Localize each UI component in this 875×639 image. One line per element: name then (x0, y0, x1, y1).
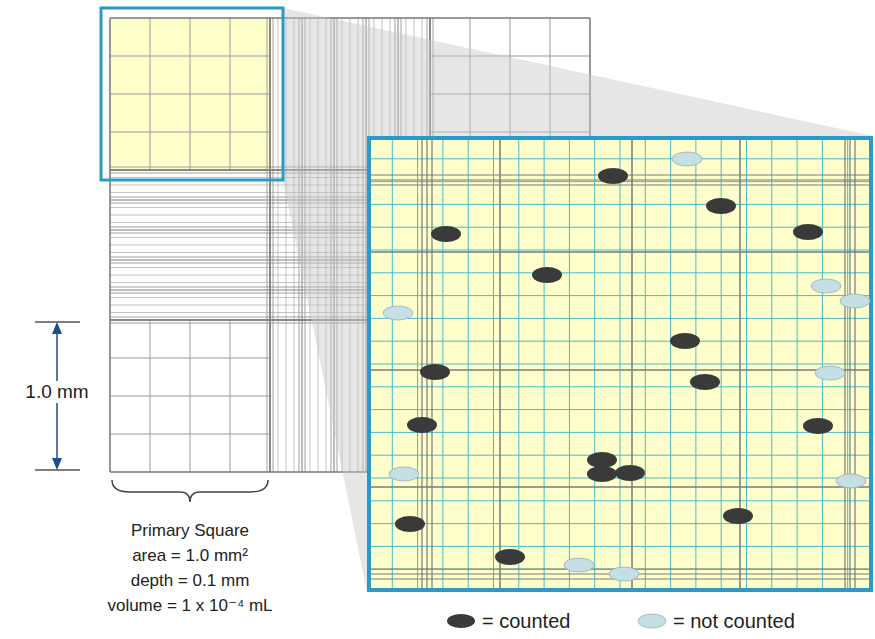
grid-line (367, 523, 873, 524)
uncounted-cell (672, 152, 702, 166)
uncounted-cell (383, 306, 413, 320)
zoom-frame (369, 138, 871, 590)
uncounted-cell (815, 366, 845, 380)
grid-line (270, 18, 271, 472)
zoom-projection (283, 8, 873, 592)
counted-cell (723, 508, 753, 524)
grid-line (230, 320, 231, 472)
counted-cell (395, 516, 425, 532)
legend-text: = counted (480, 610, 572, 633)
legend-text: = not counted (671, 610, 797, 633)
caption-line: Primary Square (129, 521, 251, 541)
grid-line (499, 136, 501, 592)
uncounted-cell (811, 279, 841, 293)
grid-line (230, 18, 231, 170)
counted-cell (587, 466, 617, 482)
uncounted-cell (564, 558, 594, 572)
counted-cell (532, 267, 562, 283)
grid-line (367, 251, 873, 253)
counted-cell (793, 224, 823, 240)
grid-line (847, 136, 848, 592)
grid-line (110, 434, 270, 435)
grid-line (854, 136, 855, 592)
caption-line: depth = 0.1 mm (129, 571, 252, 591)
grid-line (110, 94, 270, 95)
zoomed-square (367, 136, 873, 592)
highlight-frame (101, 8, 283, 180)
counted-sample (447, 614, 475, 628)
grid-line (822, 136, 823, 592)
grid-line (110, 132, 270, 133)
brace (112, 480, 268, 502)
counted-cell (803, 418, 833, 434)
counted-cell (495, 549, 525, 565)
not-counted-sample (638, 614, 666, 628)
grid-line (109, 18, 111, 472)
grid-line (844, 136, 845, 592)
grid-line (367, 486, 873, 488)
grid-line (631, 136, 633, 592)
counted-cell (587, 452, 617, 468)
uncounted-cell (840, 294, 870, 308)
uncounted-cell (389, 467, 419, 481)
uncounted-cell (609, 567, 639, 581)
grid-line (431, 136, 432, 592)
grid-line (110, 17, 590, 19)
grid-line (367, 184, 873, 185)
uncounted-cell (836, 474, 866, 488)
counted-cell (670, 333, 700, 349)
counted-cell (690, 374, 720, 390)
zoom-fill (367, 136, 873, 592)
cells (383, 152, 870, 581)
counted-cell (431, 226, 461, 242)
grid-line (367, 546, 873, 547)
caption-line: area = 1.0 mm² (130, 546, 250, 566)
grid-line (270, 18, 271, 472)
caption-line: volume = 1 x 10⁻⁴ mL (105, 596, 274, 616)
grid-line (426, 136, 427, 592)
counted-cell (407, 417, 437, 433)
counted-cell (598, 168, 628, 184)
grid-line (110, 396, 270, 397)
primary-square-fill (110, 18, 270, 170)
grid-line (849, 136, 850, 592)
counted-cell (615, 465, 645, 481)
grid-line (269, 18, 271, 472)
counted-cell (420, 364, 450, 380)
counted-cell (706, 198, 736, 214)
dimension-label: 1.0 mm (23, 381, 90, 403)
